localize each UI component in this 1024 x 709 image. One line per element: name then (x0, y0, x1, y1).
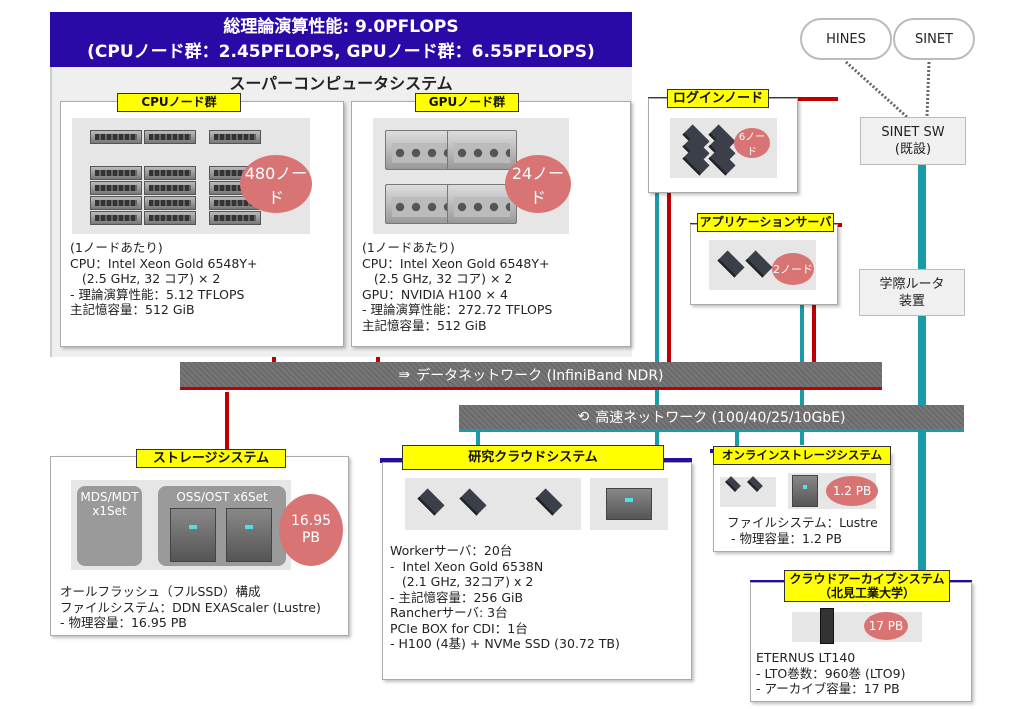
fast-network-label: 高速ネットワーク (100/40/25/10GbE) (595, 410, 846, 426)
app-data-link (812, 305, 816, 365)
storage-capacity-badge: 16.95 PB (279, 494, 343, 566)
tape-library-icon (820, 608, 834, 644)
login-node-label: ログインノード (667, 89, 769, 108)
pcie-box-image (590, 478, 668, 530)
online-storage-badge: 1.2 PB (826, 476, 878, 506)
cloud-archive-specs: ETERNUS LT140 - LTO巻数：960巻 (LTO9) - アーカイ… (756, 650, 906, 696)
cloud-links (844, 60, 931, 119)
storage-specs: オールフラッシュ（フルSSD）構成 ファイルシステム：DDN EXAScaler… (60, 584, 321, 630)
data-network-icon: ⇛ (398, 366, 411, 383)
performance-breakdown: (CPUノード群：2.45PFLOPS, GPUノード群：6.55PFLOPS) (87, 42, 595, 62)
fast-network-bar: ⟲ 高速ネットワーク (100/40/25/10GbE) (459, 405, 964, 432)
oss-rack-icon (170, 508, 216, 562)
login-node-count-badge: 6ノード (734, 128, 770, 158)
supercomputer-title: スーパーコンピュータシステム (229, 74, 453, 93)
academic-router-line2: 装置 (898, 293, 925, 309)
online-storage-server-image (720, 476, 776, 507)
research-cloud-more-specs: (2.1 GHz, 32コア) x 2 - 主記憶容量：256 GiB Ranc… (390, 574, 620, 651)
cloud-archive-badge: 17 PB (864, 612, 908, 640)
gpu-node-group-label: GPUノード群 (415, 93, 519, 112)
oss-rack-icon (226, 508, 272, 562)
research-cloud-label: 研究クラウドシステム (402, 445, 664, 470)
academic-router: 学際ルータ 装置 (859, 269, 965, 316)
academic-router-line1: 学際ルータ (879, 276, 945, 292)
cloud-archive-box (750, 582, 972, 702)
cloud-hines: HINES (800, 18, 892, 60)
spec-dash: - (390, 558, 399, 574)
research-cloud-specs: Workerサーバ：20台 - Intel Xeon Gold 6538N (2… (390, 543, 620, 652)
data-network-bar: ⇛ データネットワーク (InfiniBand NDR) (180, 362, 882, 390)
sinet-switch: SINET SW (既設) (860, 117, 966, 165)
online-fast-link (735, 432, 739, 452)
app-server-label: アプリケーションサーバ (697, 213, 834, 232)
gpu-node-count-badge: 24ノード (505, 155, 571, 213)
sinet-switch-note: (既設) (894, 142, 932, 157)
cpu-node-specs: (1ノードあたり) CPU：Intel Xeon Gold 6548Y+ (2.… (70, 240, 258, 317)
worker-count: Workerサーバ：20台 (390, 543, 513, 558)
cloud-sinet: SINET (893, 18, 975, 60)
total-performance-banner: 総理論演算性能: 9.0PFLOPS (CPUノード群：2.45PFLOPS, … (50, 12, 632, 67)
login-fast-link (655, 193, 659, 450)
worker-cpu: Intel Xeon Gold 6538N (398, 558, 544, 574)
online-storage-specs: ファイルシステム：Lustre - 物理容量：1.2 PB (727, 515, 878, 546)
storage-data-link (225, 392, 229, 456)
mds-mdt-unit: MDS/MDT x1Set (77, 486, 142, 566)
gpu-server-image (373, 118, 569, 234)
sinet-switch-name: SINET SW (881, 125, 945, 140)
storage-capacity-unit: PB (301, 530, 321, 546)
cloud-archive-label: クラウドアーカイブシステム （北見工業大学） (784, 570, 950, 602)
total-performance-title: 総理論演算性能: 9.0PFLOPS (223, 17, 459, 37)
gpu-node-specs: (1ノードあたり) CPU：Intel Xeon Gold 6548Y+ (2.… (362, 240, 553, 333)
cloud-archive-title: クラウドアーカイブシステム (789, 572, 945, 586)
login-data-link (667, 193, 671, 363)
cloud-archive-institution: （北見工業大学） (818, 586, 915, 600)
worker-server-image (405, 478, 581, 530)
cpu-node-group-label: CPUノード群 (117, 93, 241, 112)
online-storage-label: オンラインストレージシステム (713, 446, 891, 465)
external-trunk (918, 165, 926, 595)
storage-system-label: ストレージシステム (136, 449, 286, 468)
app-server-count-badge: 2ノード (772, 253, 814, 285)
data-network-label: データネットワーク (InfiniBand NDR) (416, 367, 664, 384)
storage-capacity-value: 16.95 (290, 513, 332, 529)
cpu-node-count-badge: 480ノード (240, 155, 312, 213)
fast-network-icon: ⟲ (577, 409, 590, 425)
